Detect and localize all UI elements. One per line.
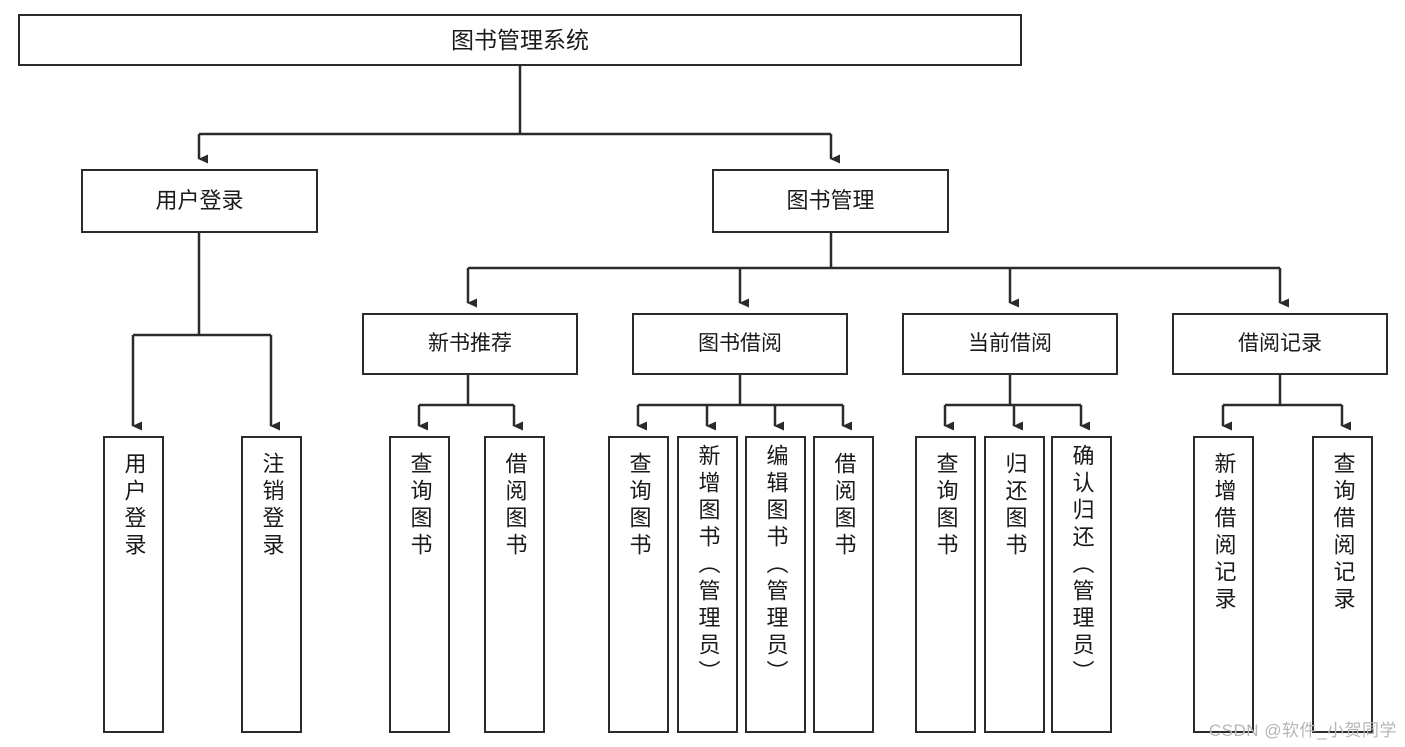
node-leaf-borrow-book[interactable]: 借阅图书	[813, 436, 874, 733]
node-leaf-logout[interactable]: 注销登录	[241, 436, 302, 733]
node-leaf-edit-book-admin[interactable]: 编辑图书（管理员）	[745, 436, 806, 733]
node-leaf-return-book[interactable]: 归还图书	[984, 436, 1045, 733]
node-current-borrow[interactable]: 当前借阅	[902, 313, 1118, 375]
node-book-borrow-label: 图书借阅	[698, 331, 782, 355]
node-leaf-user-login[interactable]: 用户登录	[103, 436, 164, 733]
node-book-management[interactable]: 图书管理	[712, 169, 949, 233]
node-leaf-query-borrow-record-label: 查询借阅记录	[1330, 452, 1356, 614]
node-leaf-borrow-book-recommend-label: 借阅图书	[502, 452, 528, 560]
node-user-login[interactable]: 用户登录	[81, 169, 318, 233]
node-leaf-query-book-borrow-label: 查询图书	[626, 452, 652, 560]
node-new-book-recommend-label: 新书推荐	[428, 331, 512, 355]
node-leaf-add-book-admin-label: 新增图书（管理员）	[695, 444, 721, 687]
node-leaf-query-book-current-label: 查询图书	[933, 452, 959, 560]
node-leaf-add-borrow-record[interactable]: 新增借阅记录	[1193, 436, 1254, 733]
node-leaf-query-book-recommend[interactable]: 查询图书	[389, 436, 450, 733]
node-borrow-record[interactable]: 借阅记录	[1172, 313, 1388, 375]
node-book-management-label: 图书管理	[786, 188, 875, 214]
node-leaf-borrow-book-recommend[interactable]: 借阅图书	[484, 436, 545, 733]
node-leaf-query-book-recommend-label: 查询图书	[407, 452, 433, 560]
node-root-system[interactable]: 图书管理系统	[18, 14, 1022, 66]
csdn-watermark: CSDN @软件_小贺同学	[1208, 721, 1397, 740]
node-root-system-label: 图书管理系统	[451, 26, 589, 53]
node-new-book-recommend[interactable]: 新书推荐	[362, 313, 578, 375]
node-leaf-query-book-borrow[interactable]: 查询图书	[608, 436, 669, 733]
node-current-borrow-label: 当前借阅	[968, 331, 1052, 355]
node-user-login-label: 用户登录	[155, 188, 244, 214]
node-leaf-borrow-book-label: 借阅图书	[831, 452, 857, 560]
node-leaf-return-book-label: 归还图书	[1002, 452, 1028, 560]
node-leaf-query-borrow-record[interactable]: 查询借阅记录	[1312, 436, 1373, 733]
node-leaf-confirm-return-admin[interactable]: 确认归还（管理员）	[1051, 436, 1112, 733]
node-leaf-add-borrow-record-label: 新增借阅记录	[1211, 452, 1237, 614]
node-borrow-record-label: 借阅记录	[1238, 331, 1322, 355]
node-leaf-logout-label: 注销登录	[259, 452, 285, 560]
node-leaf-user-login-label: 用户登录	[121, 452, 147, 560]
node-book-borrow[interactable]: 图书借阅	[632, 313, 848, 375]
node-leaf-edit-book-admin-label: 编辑图书（管理员）	[763, 444, 789, 687]
node-leaf-query-book-current[interactable]: 查询图书	[915, 436, 976, 733]
node-leaf-confirm-return-admin-label: 确认归还（管理员）	[1069, 444, 1095, 687]
node-leaf-add-book-admin[interactable]: 新增图书（管理员）	[677, 436, 738, 733]
